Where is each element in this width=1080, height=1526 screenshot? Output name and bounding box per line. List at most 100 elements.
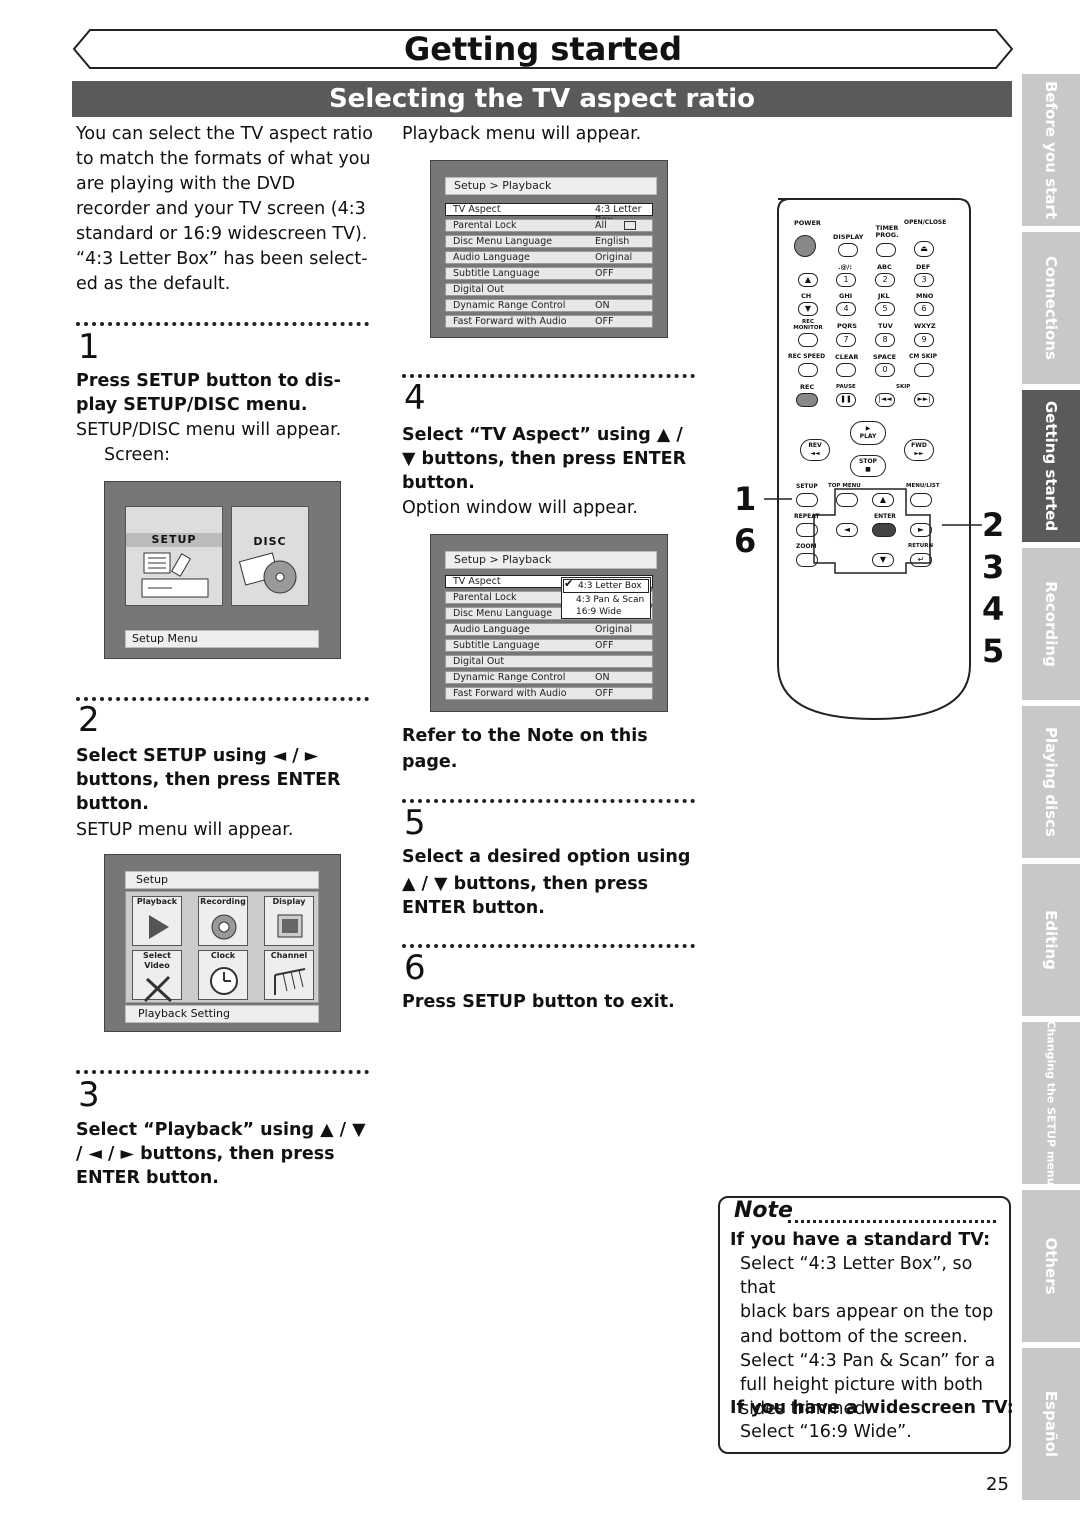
tile-channel[interactable]: Channel <box>264 950 314 1000</box>
rec-monitor-button[interactable] <box>798 333 818 347</box>
step-4-refer: Refer to the Note on this page. <box>402 724 697 774</box>
intro-line: recorder and your TV screen (4:3 <box>76 199 366 219</box>
play-icon <box>149 915 169 939</box>
step-6-number: 6 <box>404 948 426 988</box>
ch-up-button[interactable]: ▲ <box>798 273 818 287</box>
tile-select-video[interactable]: Select Video <box>132 950 182 1003</box>
step-5-number: 5 <box>404 803 426 843</box>
refer-line: Refer to the Note on this <box>402 726 648 746</box>
tab-editing[interactable]: Editing <box>1022 864 1080 1016</box>
option-wide[interactable]: 16:9 Wide <box>576 607 622 617</box>
eject-icon[interactable]: ⏏ <box>914 241 934 257</box>
stop-button[interactable]: STOP■ <box>850 455 886 477</box>
repeat-button[interactable] <box>796 523 818 537</box>
tab-getting-started[interactable]: Getting started <box>1022 390 1080 542</box>
digit-3-button[interactable]: 3 <box>914 273 934 287</box>
tab-recording[interactable]: Recording <box>1022 548 1080 700</box>
key-label: REPEAT <box>794 513 820 520</box>
tab-connections[interactable]: Connections <box>1022 232 1080 384</box>
digit-2-button[interactable]: 2 <box>875 273 895 287</box>
menu-row-digital-out[interactable]: Digital Out <box>445 655 653 668</box>
digit-1-button[interactable]: 1 <box>836 273 856 287</box>
tab-playing-discs[interactable]: Playing discs <box>1022 706 1080 858</box>
note-standard-heading: If you have a standard TV: <box>730 1230 991 1250</box>
clear-button[interactable] <box>836 363 856 377</box>
digit-0-button[interactable]: 0 <box>875 363 895 377</box>
display-button[interactable] <box>838 243 858 257</box>
setup-button[interactable] <box>796 493 818 507</box>
right-arrow-button[interactable]: ► <box>910 523 932 537</box>
callout-2: 2 <box>982 506 1005 544</box>
row-label: TV Aspect <box>453 204 501 215</box>
cm-skip-button[interactable] <box>914 363 934 377</box>
setup-disc-screen: SETUP DISC Setup Menu <box>104 481 341 659</box>
enter-button[interactable] <box>872 523 896 537</box>
skip-forward-icon[interactable]: ►►| <box>914 393 934 407</box>
option-pan-scan[interactable]: 4:3 Pan & Scan <box>576 595 645 605</box>
timer-prog-button[interactable] <box>876 243 896 257</box>
row-value: OFF <box>595 268 614 279</box>
key-label: TOP MENU <box>828 483 861 489</box>
rec-speed-button[interactable] <box>798 363 818 377</box>
key-label: REC <box>800 383 815 391</box>
step-divider <box>76 322 369 326</box>
row-label: Fast Forward with Audio <box>453 688 567 699</box>
digit-6-button[interactable]: 6 <box>914 302 934 316</box>
key-label: SPACE <box>873 353 897 361</box>
ch-down-button[interactable]: ▼ <box>798 302 818 316</box>
digit-7-button[interactable]: 7 <box>836 333 856 347</box>
zoom-button[interactable] <box>796 553 818 567</box>
fwd-button[interactable]: FWD►► <box>904 439 934 461</box>
tile-display[interactable]: Display <box>264 896 314 946</box>
tab-label: Editing <box>1042 910 1060 970</box>
open-close-label: OPEN/CLOSE <box>904 219 947 226</box>
key-label: ABC <box>877 263 892 271</box>
tile-recording[interactable]: Recording <box>198 896 248 946</box>
row-label: Disc Menu Language <box>453 608 553 619</box>
menu-row-digital-out[interactable]: Digital Out <box>445 283 653 296</box>
key-label: GHI <box>839 292 853 300</box>
rev-button[interactable]: REV◄◄ <box>800 439 830 461</box>
row-label: TV Aspect <box>453 576 501 587</box>
digit-4-button[interactable]: 4 <box>836 302 856 316</box>
callout-3: 3 <box>982 548 1005 586</box>
top-menu-button[interactable] <box>836 493 858 507</box>
menu-list-button[interactable] <box>910 493 932 507</box>
down-arrow-button[interactable]: ▼ <box>872 553 894 567</box>
option-breadcrumb: Setup > Playback <box>445 551 657 569</box>
digit-5-button[interactable]: 5 <box>875 302 895 316</box>
pause-icon[interactable]: ❚❚ <box>836 393 856 407</box>
option-letter-box[interactable]: 4:3 Letter Box <box>563 579 649 593</box>
skip-back-icon[interactable]: |◄◄ <box>875 393 895 407</box>
power-button[interactable] <box>794 235 816 257</box>
play-button[interactable]: ▶PLAY <box>850 421 886 445</box>
rec-button[interactable] <box>796 393 818 407</box>
tile-clock[interactable]: Clock <box>198 950 248 1000</box>
note-line: and bottom of the screen. <box>740 1326 968 1347</box>
tab-changing-setup-menu[interactable]: Changing the SETUP menu <box>1022 1020 1080 1186</box>
return-icon[interactable]: ↵ <box>910 553 932 567</box>
intro-line: standard or 16:9 widescreen TV). <box>76 224 368 244</box>
tile-playback[interactable]: Playback <box>132 896 182 946</box>
digit-8-button[interactable]: 8 <box>875 333 895 347</box>
section-title: Selecting the TV aspect ratio <box>72 81 1012 117</box>
up-arrow-button[interactable]: ▲ <box>872 493 894 507</box>
tab-before-you-start[interactable]: Before you start <box>1022 74 1080 226</box>
row-value: English <box>595 236 630 247</box>
digit-9-button[interactable]: 9 <box>914 333 934 347</box>
tab-others[interactable]: Others <box>1022 1190 1080 1342</box>
setup-equalizer-icon <box>141 552 209 598</box>
left-arrow-button[interactable]: ◄ <box>836 523 858 537</box>
tab-espanol[interactable]: Español <box>1022 1348 1080 1500</box>
